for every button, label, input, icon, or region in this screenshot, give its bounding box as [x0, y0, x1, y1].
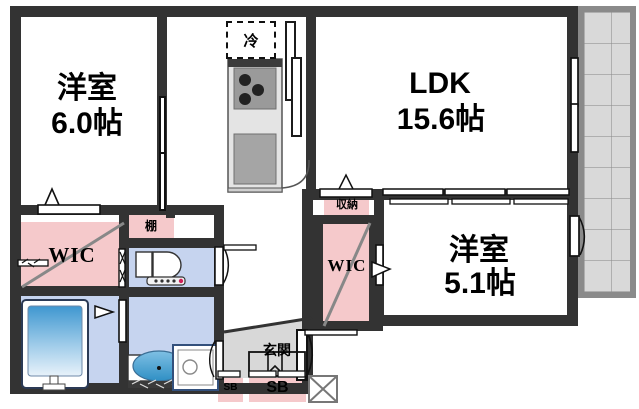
toilet-room-fill [128, 246, 223, 293]
bedroom-main-sliding-door[interactable] [159, 96, 166, 211]
balcony [578, 6, 636, 298]
bathroom-fill [17, 296, 123, 390]
bedroom-main-name: 洋室 [57, 72, 117, 105]
washroom-fill [128, 296, 223, 390]
balcony-tile-grid [584, 12, 630, 292]
fridge-space: 冷 [226, 21, 276, 59]
ldk-name: LDK [409, 67, 471, 100]
shelf-label: 棚 [144, 219, 157, 233]
room-ldk [318, 17, 578, 189]
fridge-label: 冷 [243, 32, 259, 50]
shoebox-large-label: SB [266, 379, 289, 396]
entry-label: 玄関 [263, 342, 291, 358]
wic-right-label: WIC [327, 256, 367, 275]
wic-left-label: WIC [48, 243, 96, 267]
room-bedroom-main [17, 17, 157, 204]
bedroom-second-size: 5.1帖 [444, 267, 516, 300]
closet-label: 収納 [336, 199, 358, 211]
room-bedroom-second [383, 203, 578, 326]
ldk-partition-window [382, 188, 570, 196]
bedroom-second-name: 洋室 [449, 234, 509, 267]
bedroom-main-size: 6.0帖 [51, 107, 123, 140]
ldk-size: 15.6帖 [396, 103, 486, 136]
meter-box [308, 375, 338, 403]
shoebox-small-label: SB [223, 382, 238, 393]
